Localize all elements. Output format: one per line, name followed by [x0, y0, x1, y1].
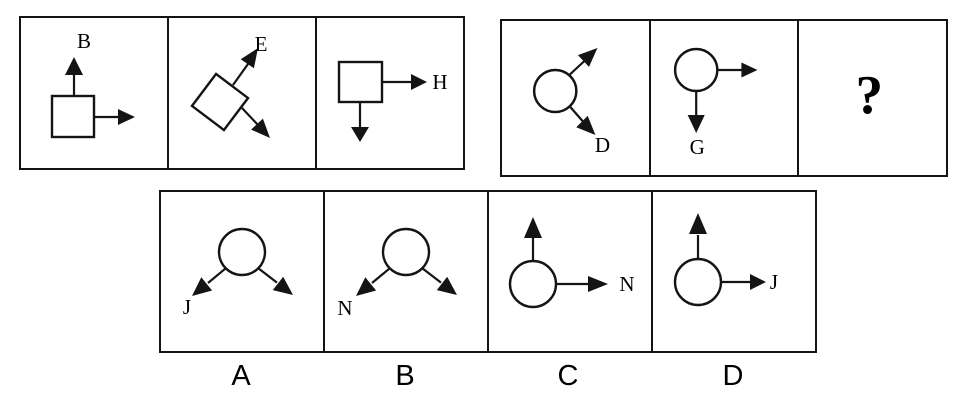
option-cell-b[interactable]: N — [323, 192, 487, 351]
arrow-down-right-icon — [241, 107, 270, 138]
cell-label: J — [770, 270, 778, 294]
option-letter-b: B — [395, 360, 415, 392]
circle-shape — [217, 227, 267, 277]
circle-shape — [673, 47, 719, 93]
arrow-up-icon — [524, 217, 542, 261]
arrow-down-right-icon — [257, 267, 293, 295]
cell-label: N — [619, 272, 634, 296]
arrow-right-icon — [716, 62, 758, 78]
square-shape — [50, 94, 96, 139]
arrow-down-left-icon — [356, 267, 391, 296]
circle-shape — [532, 68, 578, 114]
option-cell-a[interactable]: J — [161, 192, 323, 351]
square-shape — [337, 60, 384, 104]
example-sequence-squares: B E — [19, 16, 465, 170]
rotated-square-shape — [190, 72, 250, 132]
arrow-right-icon — [556, 276, 608, 292]
circle-shape — [508, 259, 558, 309]
cell-label: E — [255, 32, 268, 56]
arrow-right-icon — [721, 274, 766, 290]
arrow-right-icon — [382, 74, 427, 90]
cell-label: B — [77, 29, 91, 53]
cell-label: N — [337, 296, 352, 320]
question-sequence-circles: D G ? — [500, 19, 948, 177]
arrow-down-icon — [351, 102, 369, 142]
circle-shape — [381, 227, 431, 277]
question-cell-unknown: ? — [797, 21, 947, 175]
question-cell-2: G — [648, 21, 798, 175]
cell-label: D — [595, 133, 610, 157]
cell-label: J — [183, 295, 191, 319]
option-letter-d: D — [722, 360, 744, 392]
question-cell-1: D — [502, 21, 649, 175]
example-cell-1: B — [21, 18, 167, 168]
example-cell-2: E — [167, 18, 315, 168]
arrow-down-right-icon — [569, 106, 596, 135]
option-letter-c: C — [557, 360, 579, 392]
circle-shape — [673, 257, 723, 307]
arrow-down-icon — [687, 91, 705, 133]
question-mark: ? — [856, 64, 884, 125]
cell-label: H — [432, 70, 447, 94]
example-cell-3: H — [315, 18, 463, 168]
cell-label: G — [689, 135, 704, 159]
arrow-right-icon — [94, 109, 135, 125]
option-cell-c[interactable]: N — [487, 192, 651, 351]
arrow-up-icon — [65, 57, 83, 96]
answer-options-row: J N — [159, 190, 817, 353]
arrow-up-right-icon — [232, 48, 258, 86]
option-letter-a: A — [231, 360, 251, 392]
option-cell-d[interactable]: J — [651, 192, 815, 351]
arrow-up-right-icon — [568, 48, 598, 76]
arrow-down-right-icon — [421, 267, 457, 295]
arrow-up-icon — [689, 213, 707, 259]
arrow-down-left-icon — [192, 267, 227, 296]
